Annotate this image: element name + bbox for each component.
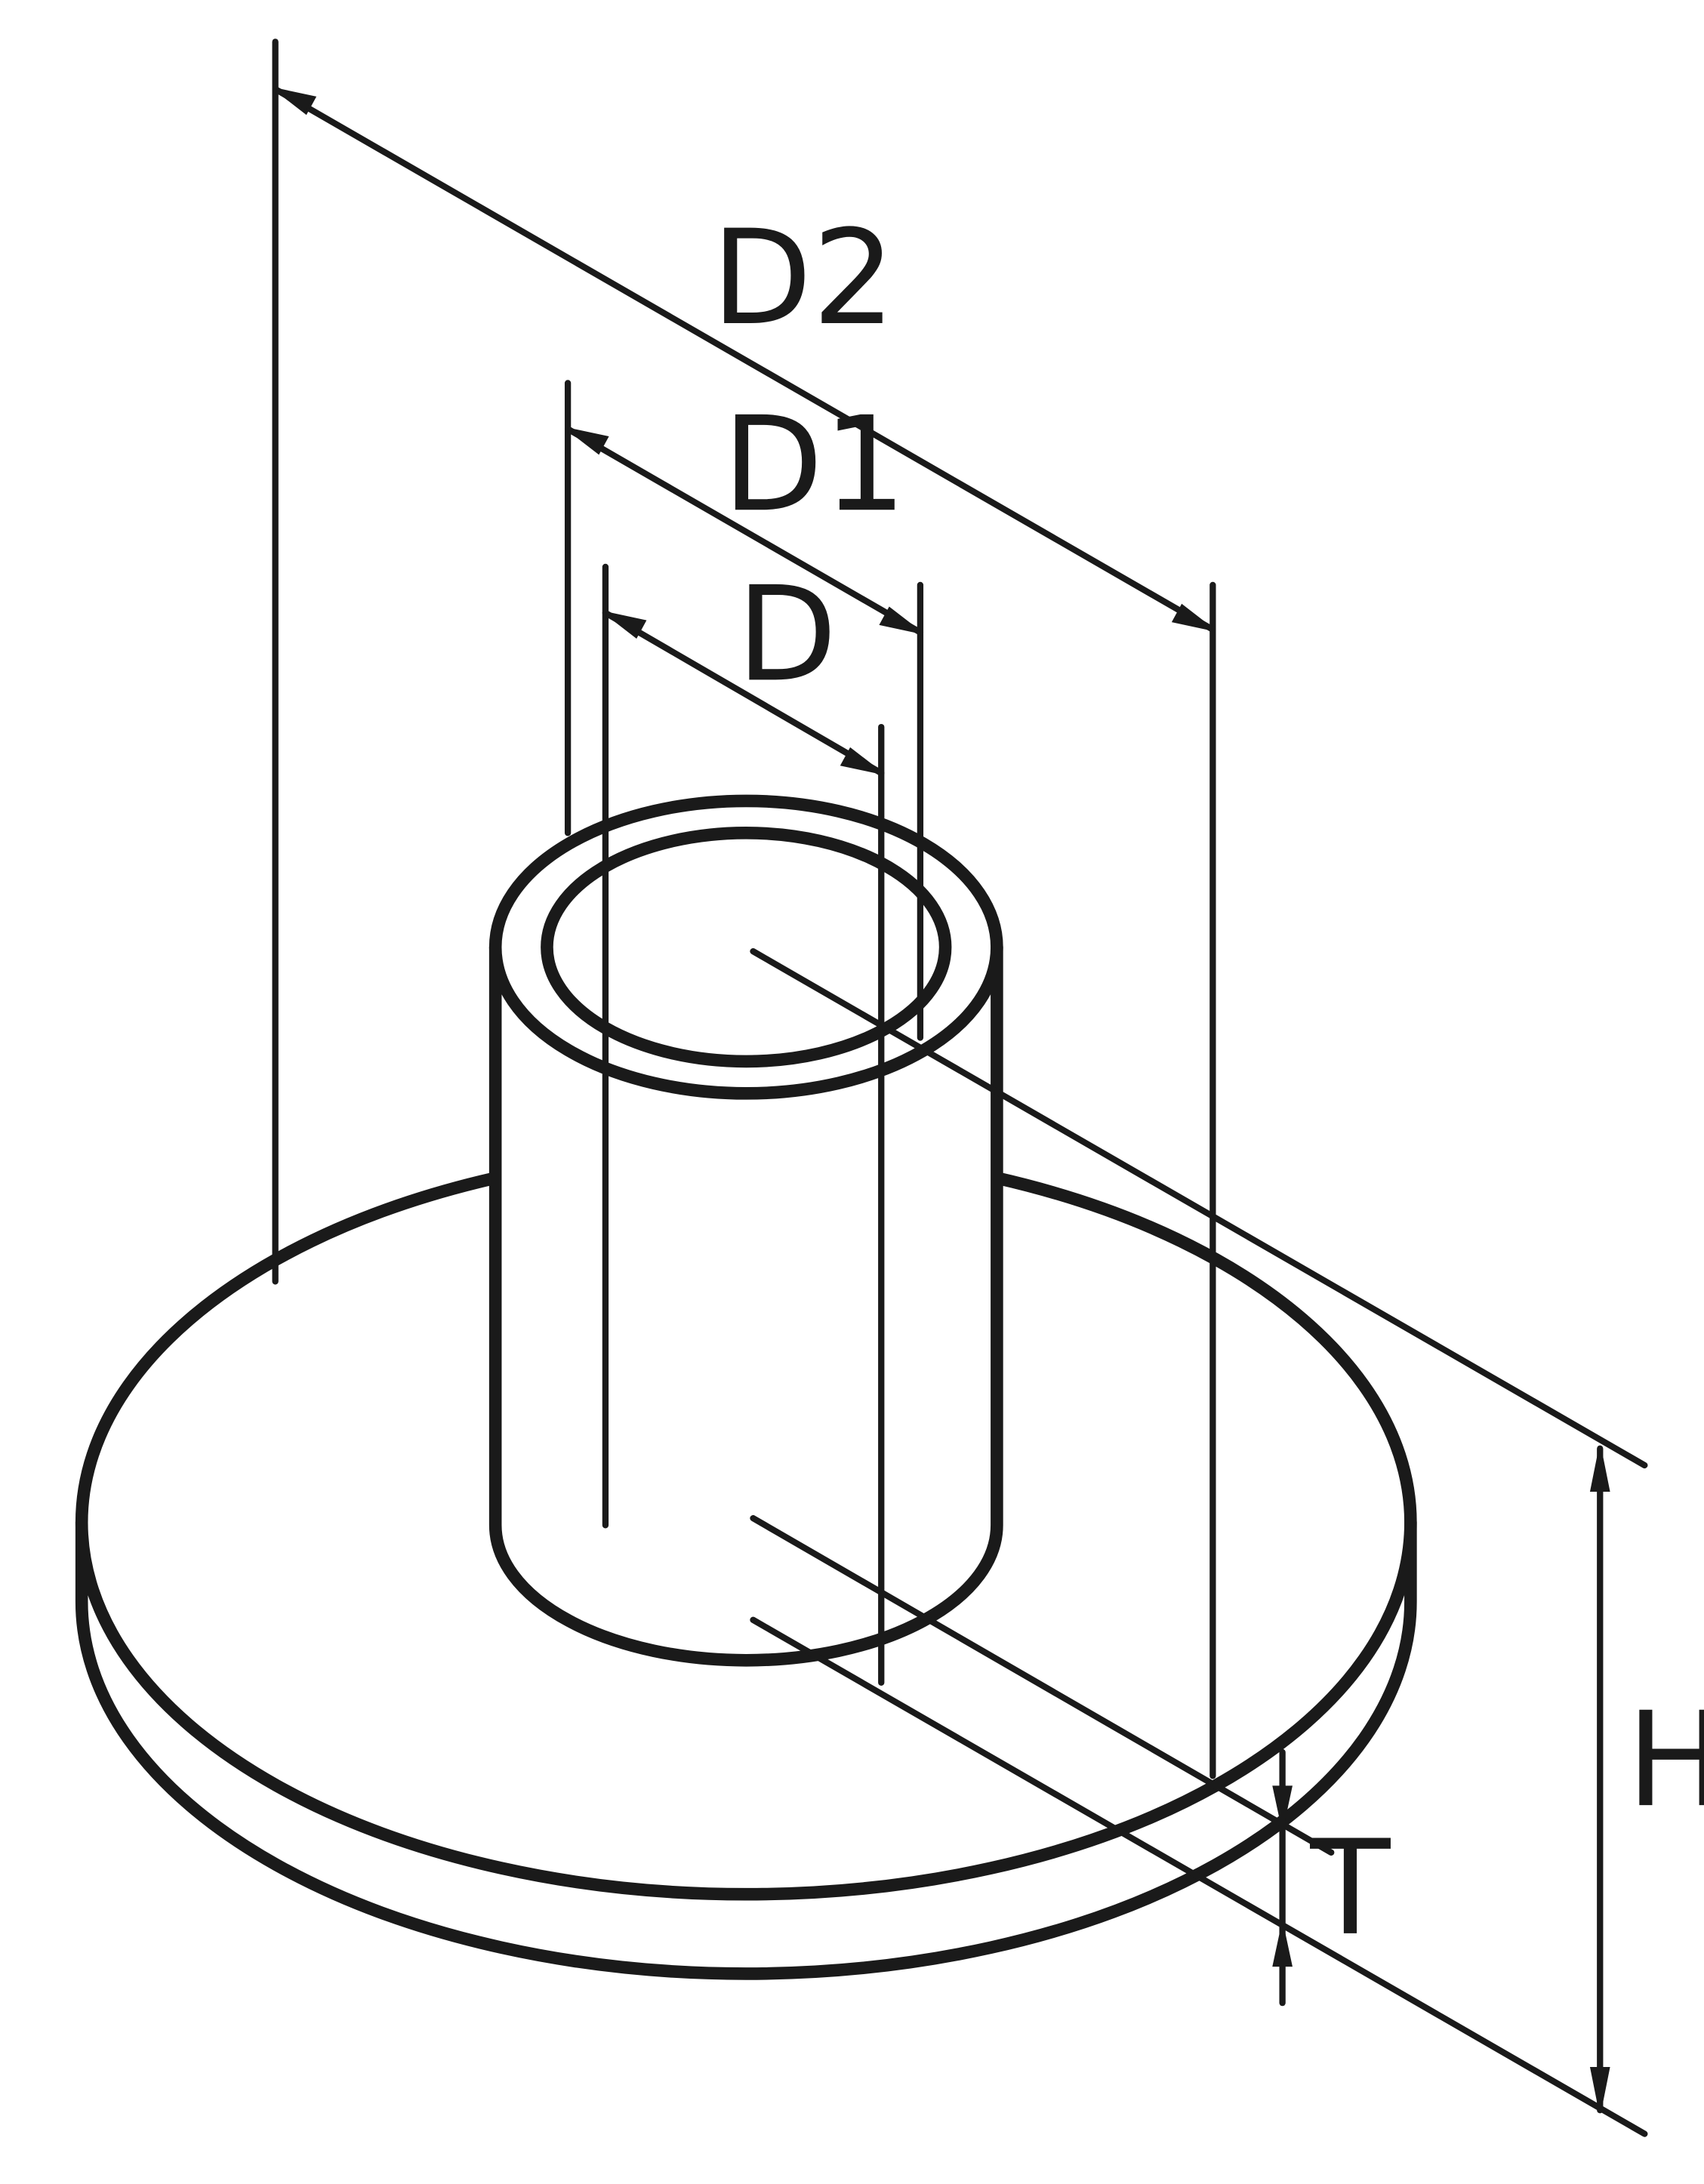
d1-right-arrow (879, 606, 922, 634)
d2-right-arrow (1171, 603, 1214, 631)
tube-side-walls (488, 941, 1003, 1667)
d1-left-arrow (566, 427, 609, 455)
flange-bottom-rim (75, 1516, 1417, 1980)
flange (75, 1144, 1417, 1980)
h-top-arrow (1589, 1448, 1610, 1492)
arrowheads (274, 88, 1610, 2111)
dimension-labels: D2 D1 D H T (711, 202, 1704, 1964)
d1-dimension-line (564, 426, 924, 636)
dimension-lines (272, 85, 1604, 2114)
d-right-arrow (840, 747, 883, 775)
d-dimension-line (602, 609, 885, 777)
tube-inner-bore-edge (541, 827, 952, 1068)
extension-lines (272, 39, 1648, 2137)
bottom-axis-line (750, 1616, 1648, 2137)
d-label: D (736, 558, 837, 710)
t-bottom-arrow (1272, 1926, 1293, 1967)
mid-axis-line (750, 1514, 1335, 1856)
d2-label: D2 (711, 202, 895, 354)
top-axis-line (750, 948, 1648, 1469)
tube (488, 794, 1003, 1667)
h-bottom-arrow (1589, 2067, 1610, 2111)
h-label: H (1626, 1683, 1704, 1836)
d2-left-arrow (274, 88, 317, 116)
d-left-arrow (604, 611, 647, 639)
d1-label: D1 (723, 388, 907, 541)
t-top-arrow (1272, 1785, 1293, 1827)
d2-dimension-line (272, 85, 1216, 633)
t-label: T (1310, 1812, 1391, 1964)
